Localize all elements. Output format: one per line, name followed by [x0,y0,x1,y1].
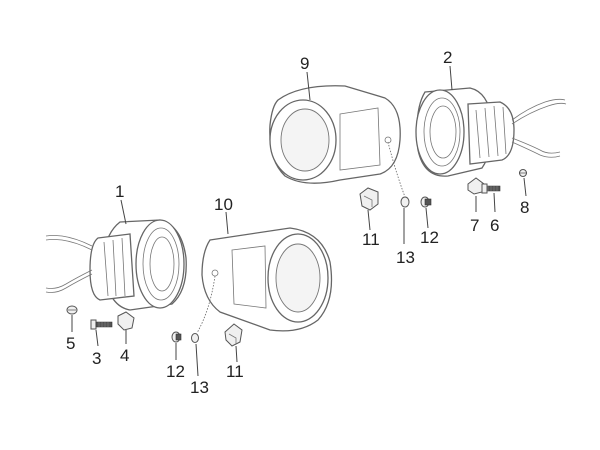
part-9-headlight-housing [269,85,401,184]
callout-7: 7 [470,216,479,235]
callout-3: 3 [92,349,101,368]
callout-12-left: 12 [166,362,185,381]
part-1-lamp-unit [45,219,187,311]
callout-2: 2 [443,48,452,67]
part-2-lamp-unit [415,87,567,177]
part-11-clip-right [359,187,379,211]
part-12-screw-right [420,196,432,208]
callout-9: 9 [300,54,309,73]
callout-4: 4 [120,346,129,365]
callout-5: 5 [66,334,75,353]
callout-13-right: 13 [396,248,415,267]
part-10-headlight-housing [201,227,333,332]
part-13-washer-right [400,196,410,208]
part-3-screw [90,319,113,330]
callout-11-left: 11 [226,362,244,381]
callout-8: 8 [520,198,529,217]
part-13-washer-left [191,333,199,343]
part-11-clip-left [224,323,243,347]
callout-13-left: 13 [190,378,209,397]
callout-6: 6 [490,216,499,235]
callout-1: 1 [115,182,124,201]
callout-10: 10 [214,195,233,214]
part-12-screw-left [171,331,182,343]
part-6-screw [481,183,501,194]
callout-11-right: 11 [362,230,380,249]
leader-lines [71,65,527,377]
part-4-nut [117,311,135,331]
part-5-screw [66,305,78,315]
callout-12-right: 12 [420,228,439,247]
part-8-screw [519,169,527,177]
